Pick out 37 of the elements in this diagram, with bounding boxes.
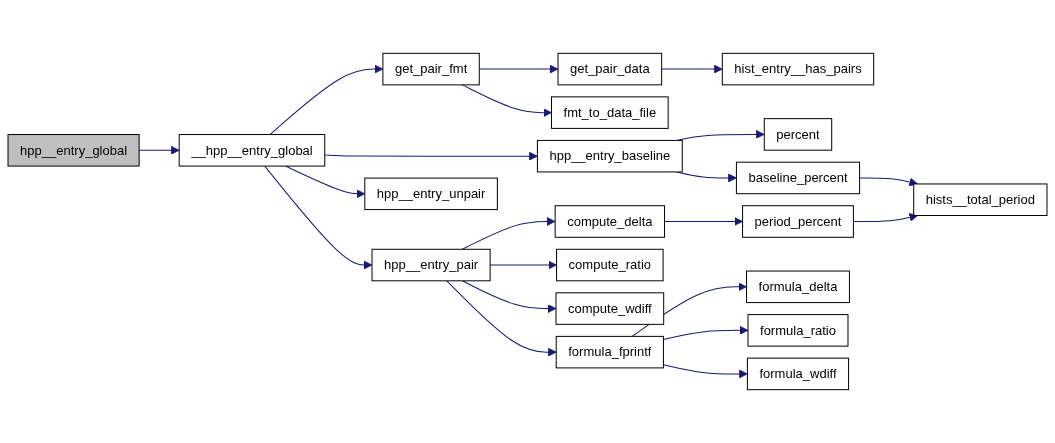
node-box: compute_ratio: [556, 248, 664, 282]
node-box: hpp__entry_unpair: [364, 177, 498, 211]
arrow: [285, 165, 366, 199]
arrow: [661, 64, 723, 74]
arrow: [662, 364, 748, 379]
node-box: formula_ratio: [747, 314, 849, 347]
node-box: formula_wdiff: [746, 357, 850, 391]
node-box: hpp__entry_global: [7, 134, 140, 167]
arrow: [664, 217, 743, 226]
arrow: [662, 325, 749, 340]
arrow: [461, 84, 552, 118]
node-box: percent: [763, 118, 833, 151]
node-box: hpp__entry_pair: [371, 248, 491, 282]
node-box: formula_delta: [746, 270, 850, 304]
node-box: hists__total_period: [913, 183, 1048, 216]
arrow: [461, 217, 556, 250]
node-box: formula_fprintf: [555, 335, 664, 369]
node-box: compute_wdiff: [555, 292, 665, 325]
arrow: [852, 213, 918, 222]
node-box: fmt_to_data_file: [551, 96, 669, 129]
node-box: compute_delta: [554, 205, 666, 238]
node-box: hist_entry__has_pairs: [721, 52, 875, 86]
node-box: __hpp__entry_global: [178, 134, 326, 167]
node-box: hpp__entry_baseline: [536, 139, 683, 173]
arrow: [138, 145, 180, 155]
node-box: period_percent: [742, 205, 854, 238]
arrow: [269, 64, 384, 136]
arrow: [489, 260, 557, 270]
arrow: [324, 151, 538, 161]
node-box: get_pair_fmt: [382, 52, 480, 86]
arrow: [461, 280, 557, 313]
arrow: [859, 177, 918, 187]
arrow: [264, 165, 373, 270]
arrow: [478, 64, 559, 74]
node-box: baseline_percent: [735, 161, 861, 195]
arrow: [446, 280, 557, 357]
node-box: get_pair_data: [557, 52, 663, 86]
